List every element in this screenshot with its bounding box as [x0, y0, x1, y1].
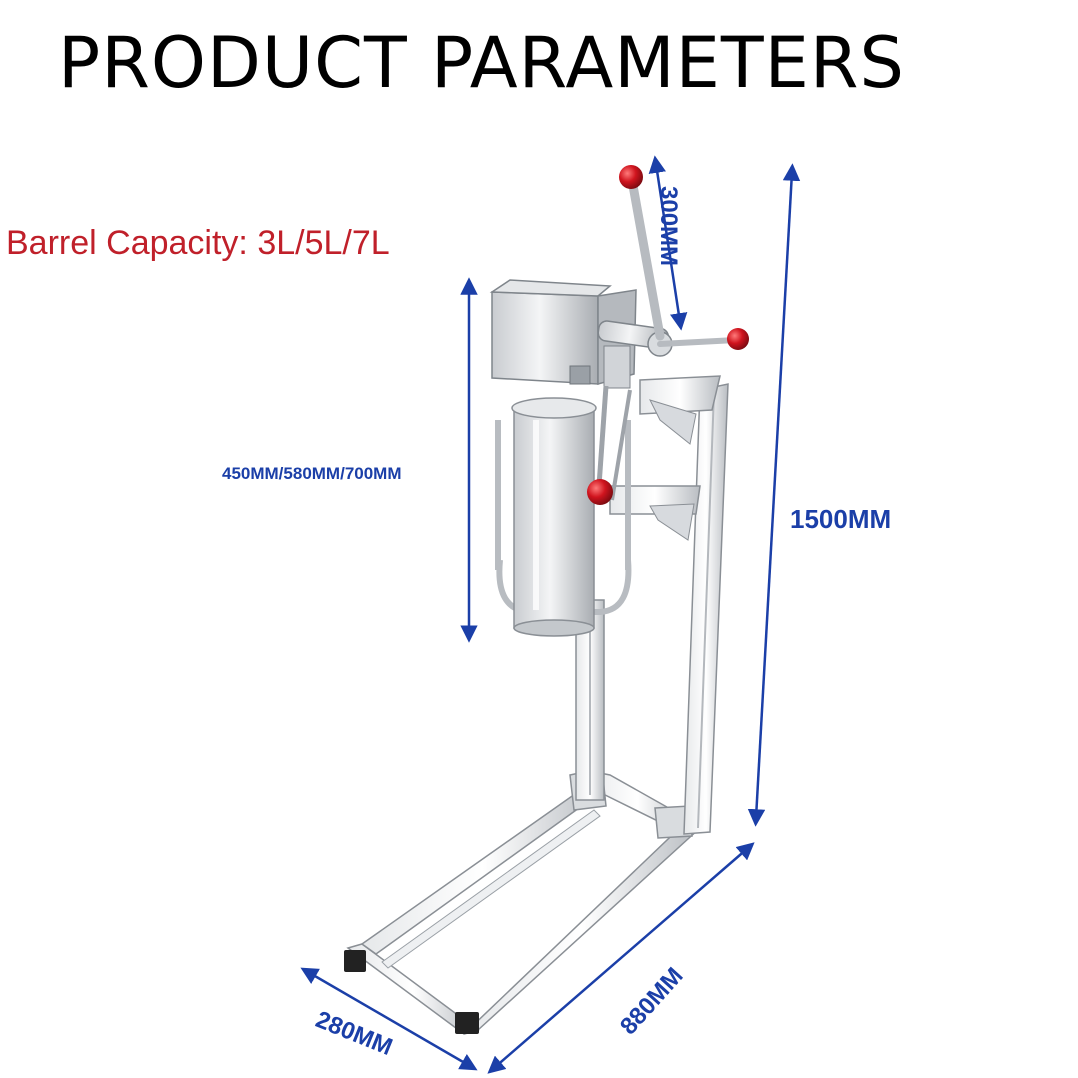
- handle-knob-side: [727, 328, 749, 350]
- barrel-capacity-label: Barrel Capacity: 3L/5L/7L: [6, 224, 390, 262]
- upright-posts: [575, 375, 729, 835]
- barrel-assembly: [495, 397, 632, 637]
- arrow-handle-length: [648, 155, 688, 331]
- page-title: PRODUCT PARAMETERS: [58, 22, 905, 104]
- total-height-label: 1500MM: [790, 504, 892, 534]
- arrow-depth: [300, 967, 478, 1071]
- arrow-total-height: [747, 163, 801, 827]
- handle-knob-top: [619, 165, 643, 189]
- lever-knob: [587, 479, 613, 505]
- gear-housing: [489, 279, 673, 501]
- barrel-height-label: 450MM/580MM/700MM: [222, 464, 402, 483]
- dimension-arrows: [300, 155, 801, 1074]
- crank-handle: [587, 165, 749, 505]
- handle-length-label: 300MM: [655, 186, 682, 267]
- arrow-length: [487, 842, 755, 1074]
